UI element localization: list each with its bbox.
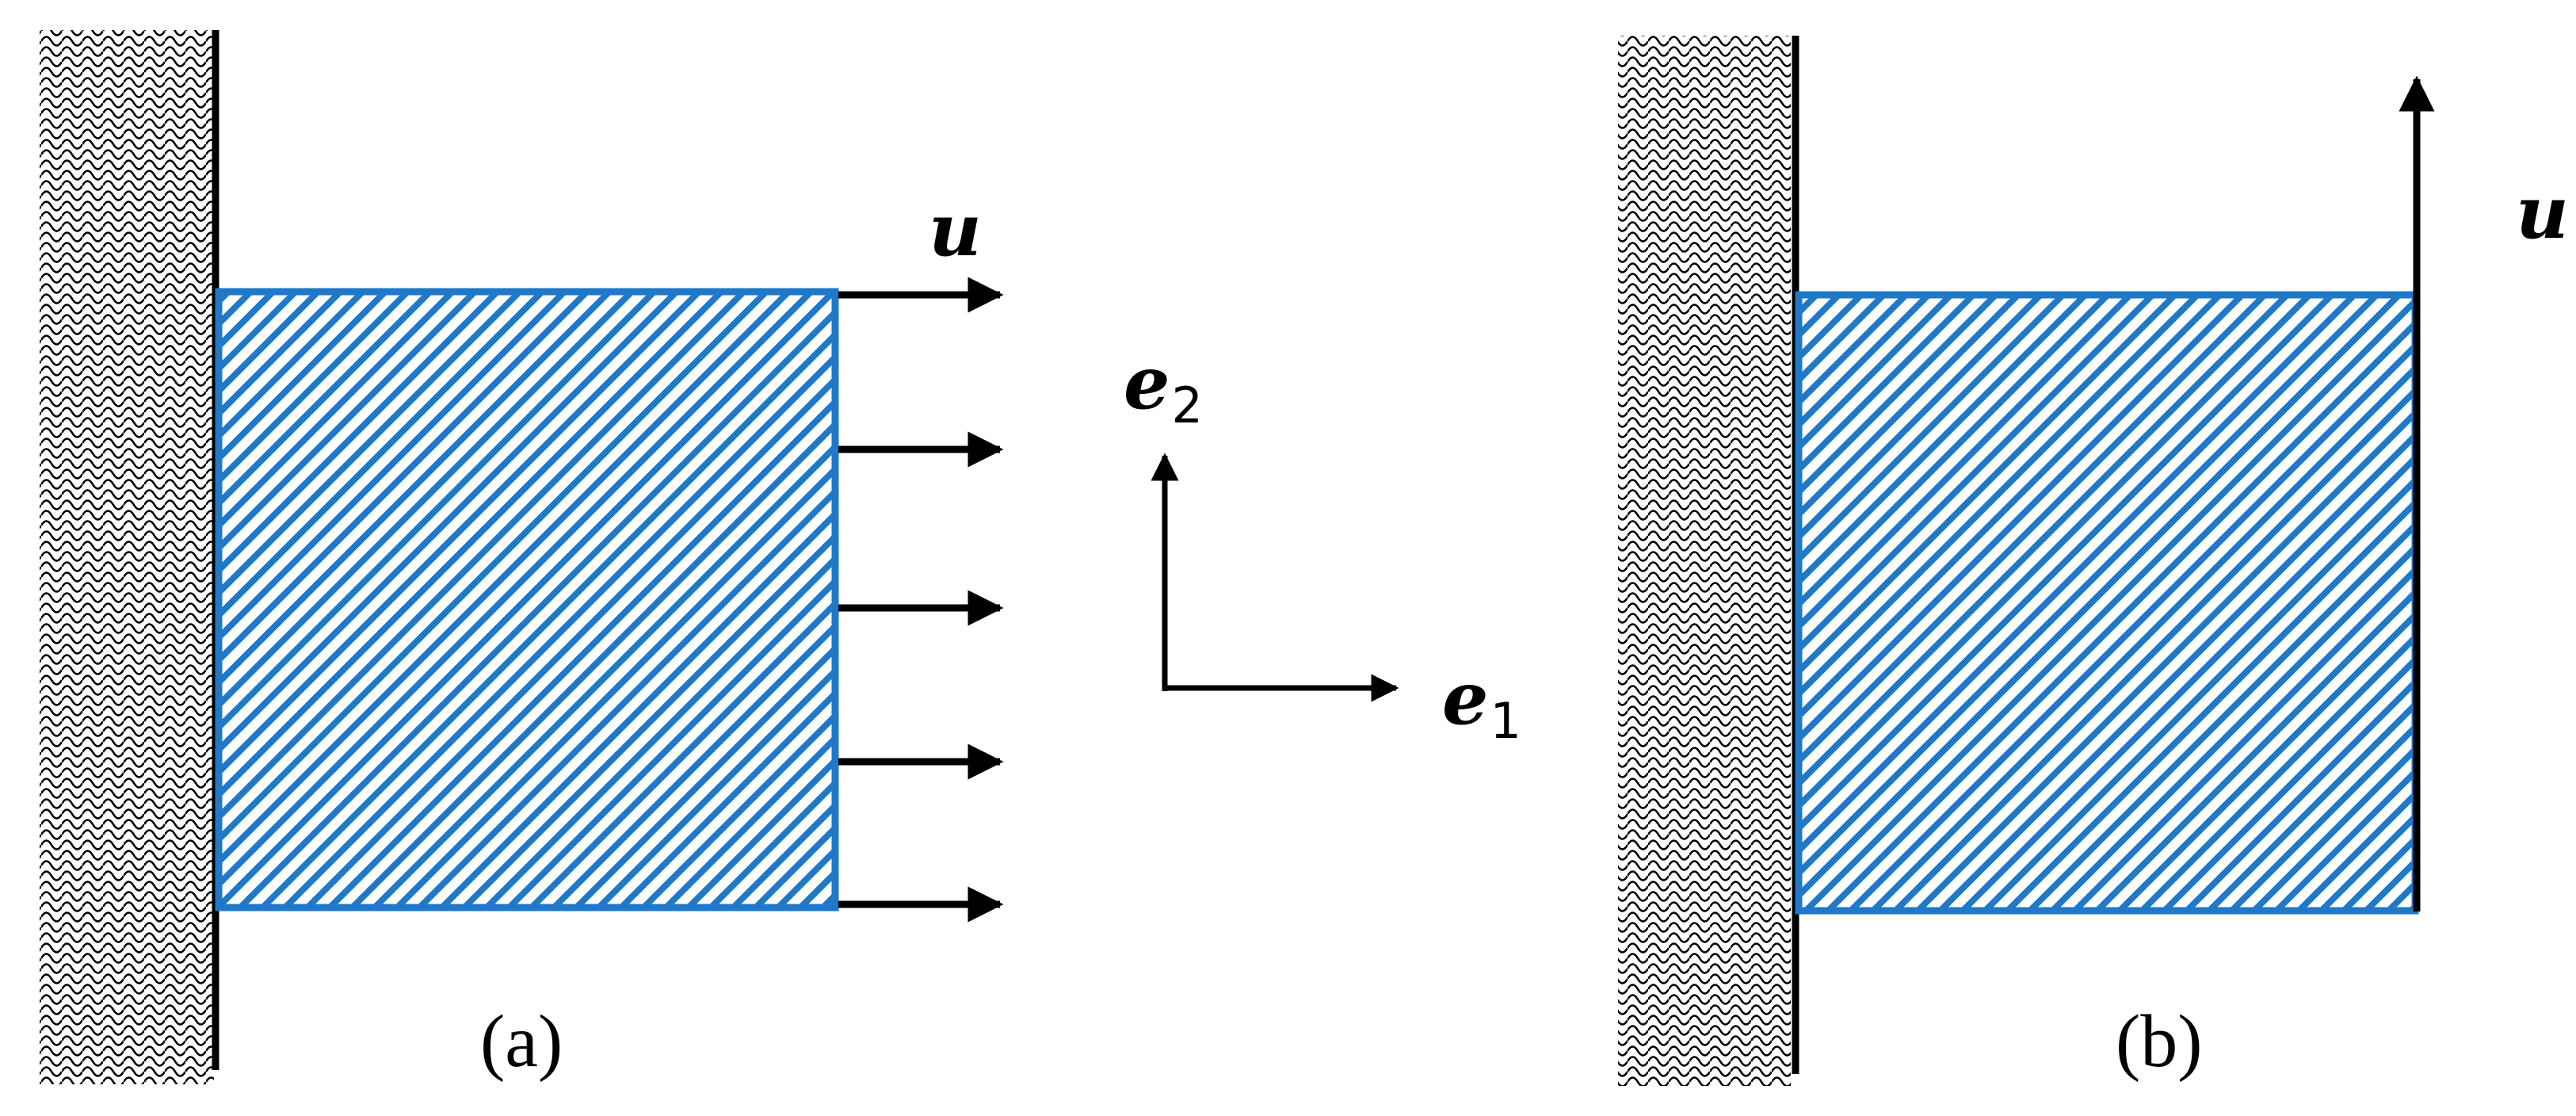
load-label-b: u [2516,170,2569,255]
fixed-wall-hatch-icon [40,30,219,1084]
elastic-body [1795,291,2419,915]
panel-a: u (a) [40,30,1004,1084]
elastic-body [215,288,839,912]
panel-caption-a: (a) [480,1000,563,1083]
panel-caption-b: (b) [2116,1000,2203,1083]
coordinate-axes: e1 e2 [1124,340,1521,750]
load-label-a: u [929,187,982,273]
load-arrows-horizontal [838,277,1004,923]
fixed-wall-hatch-icon [1618,36,1799,1086]
panel-b: u (b) [1618,36,2569,1086]
e2-label: e2 [1124,340,1203,434]
e1-label: e1 [1442,655,1521,750]
